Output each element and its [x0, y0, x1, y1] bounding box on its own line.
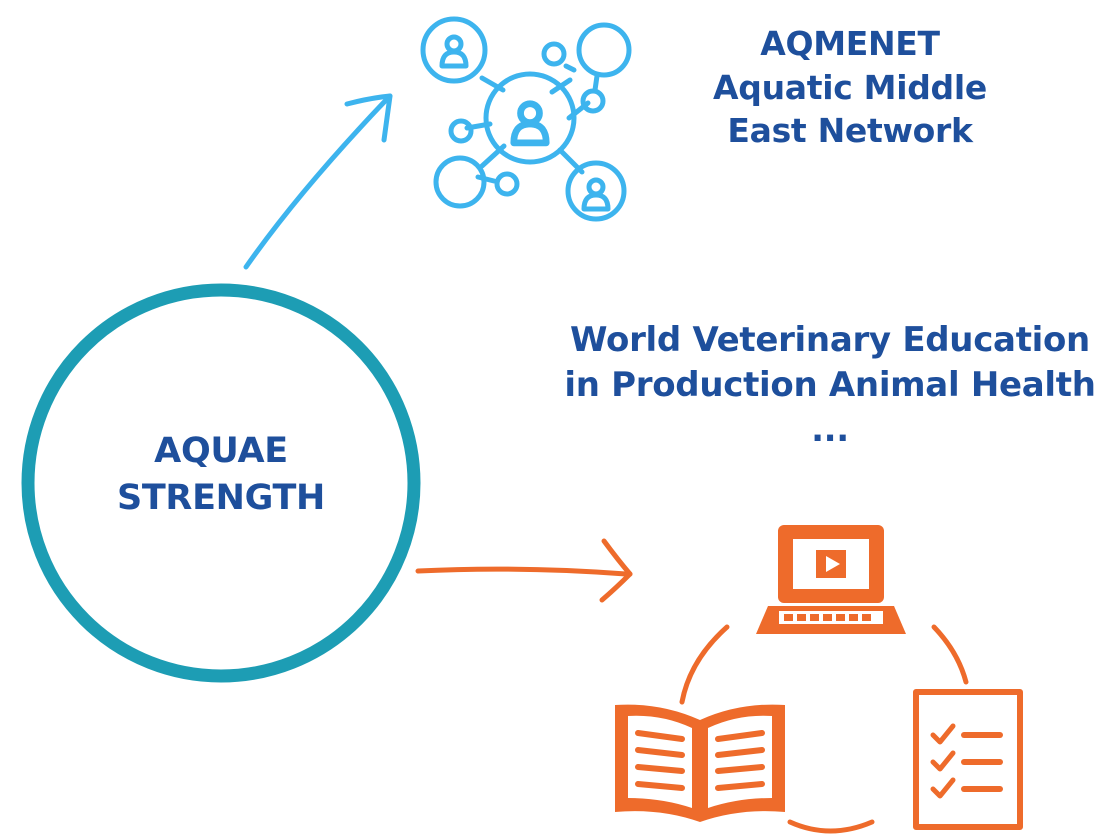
center-label: AQUAE STRENGTH [60, 428, 382, 523]
center-circle [21, 283, 421, 683]
network-label-line1: AQMENET [760, 24, 940, 63]
network-label: AQMENET Aquatic Middle East Network [680, 22, 1020, 153]
education-cycle [679, 624, 969, 834]
arrow-to-education [415, 538, 633, 603]
network-label-line3: East Network [727, 111, 973, 151]
education-label: World Veterinary Education in Production… [540, 318, 1117, 453]
education-label-line3: ... [811, 409, 849, 450]
center-label-line2: STRENGTH [116, 478, 326, 519]
arrow-to-network [243, 93, 393, 270]
people-network-icon [420, 16, 632, 222]
center-label-line1: AQUAE [154, 431, 288, 471]
checklist-icon [913, 689, 1023, 830]
network-label-line2: Aquatic Middle [713, 67, 987, 107]
laptop-video-icon [756, 525, 906, 634]
education-label-line1: World Veterinary Education [570, 320, 1090, 360]
education-label-line2: in Production Animal Health [564, 364, 1096, 405]
open-book-icon [615, 704, 785, 822]
